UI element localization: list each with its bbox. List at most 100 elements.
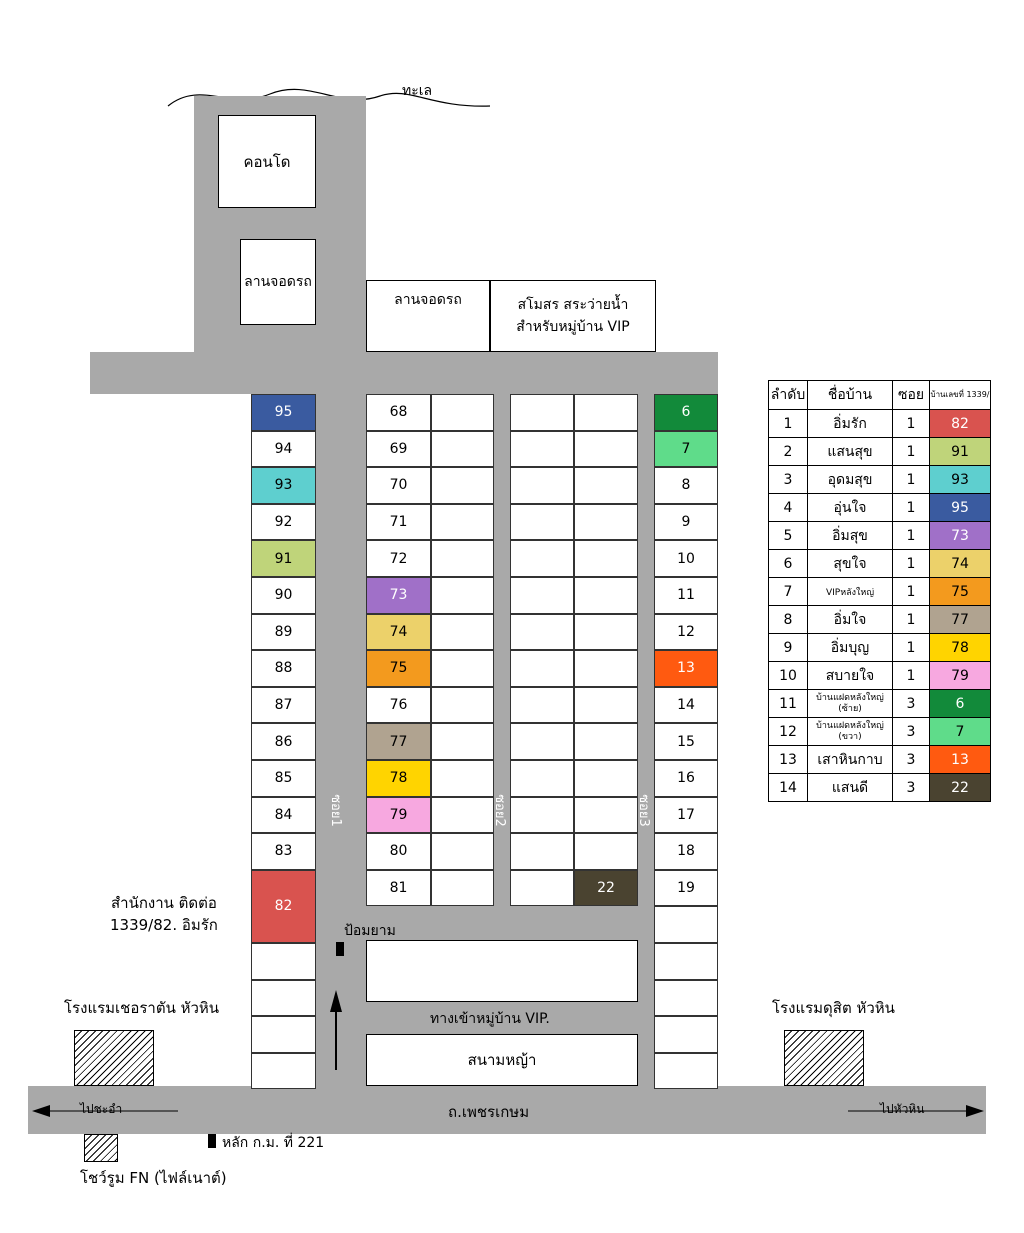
house-lot: 78 bbox=[366, 760, 431, 797]
legend-name: อิ่มสุข bbox=[807, 521, 893, 550]
empty-lot bbox=[574, 723, 638, 760]
house-lot: 17 bbox=[654, 796, 718, 834]
legend-house: 73 bbox=[929, 521, 991, 550]
entrance-label: ทางเข้าหมู่บ้าน VIP. bbox=[430, 1011, 550, 1027]
hotel-left bbox=[74, 1030, 154, 1086]
house-lot: 73 bbox=[366, 577, 431, 614]
empty-lot bbox=[431, 613, 494, 651]
legend-soi: 1 bbox=[892, 409, 930, 438]
house-lot: 92 bbox=[251, 503, 316, 541]
legend-house: 82 bbox=[929, 409, 991, 438]
house-lot: 94 bbox=[251, 430, 316, 468]
soi3-label: ซอย3 bbox=[635, 794, 651, 827]
club-pool-label: สโมสร สระว่ายน้ำ สำหรับหมู่บ้าน VIP bbox=[516, 297, 630, 335]
legend-soi: 1 bbox=[892, 605, 930, 634]
empty-lot bbox=[510, 650, 574, 687]
house-lot: 12 bbox=[654, 613, 718, 651]
to-cha-am-label: ไปชะอำ bbox=[80, 1102, 123, 1116]
empty-lot bbox=[654, 1016, 718, 1053]
legend-no: 5 bbox=[768, 521, 808, 550]
empty-lot bbox=[251, 943, 316, 980]
empty-lot bbox=[431, 650, 494, 687]
showroom-label: โชว์รูม FN (ไฟล์เนาต์) bbox=[80, 1169, 227, 1187]
empty-lot bbox=[510, 503, 574, 541]
empty-lot bbox=[574, 650, 638, 687]
empty-lot bbox=[431, 430, 494, 468]
empty-lot bbox=[251, 1052, 316, 1090]
to-hua-hin-label: ไปหัวหิน bbox=[880, 1102, 925, 1116]
legend-soi: 1 bbox=[892, 633, 930, 662]
legend-soi: 3 bbox=[892, 689, 930, 718]
empty-lot bbox=[431, 394, 494, 431]
hotel-left-label: โรงแรมเชอราตัน หัวหิน bbox=[64, 999, 220, 1017]
empty-lot bbox=[431, 503, 494, 541]
house-lot: 10 bbox=[654, 540, 718, 577]
empty-lot bbox=[510, 760, 574, 797]
empty-lot bbox=[431, 760, 494, 797]
empty-lot bbox=[510, 833, 574, 870]
legend-header-no: ลำดับ bbox=[768, 380, 808, 410]
empty-lot bbox=[574, 430, 638, 468]
legend-no: 13 bbox=[768, 745, 808, 774]
house-lot: 95 bbox=[251, 394, 316, 431]
legend-no: 6 bbox=[768, 549, 808, 578]
legend-house: 77 bbox=[929, 605, 991, 634]
legend-header: ลำดับ ชื่อบ้าน ซอย บ้านเลขที่ 1339/ bbox=[768, 380, 991, 410]
legend-no: 3 bbox=[768, 465, 808, 494]
empty-lot bbox=[431, 869, 494, 907]
empty-lot bbox=[574, 467, 638, 504]
main-road-arrow bbox=[32, 1105, 984, 1117]
empty-lot bbox=[510, 430, 574, 468]
legend-no: 1 bbox=[768, 409, 808, 438]
parking-lot-2-label: ลานจอดรถ bbox=[394, 292, 462, 308]
empty-lot bbox=[510, 394, 574, 431]
legend-header-house: บ้านเลขที่ 1339/ bbox=[929, 380, 991, 410]
legend-soi: 3 bbox=[892, 773, 930, 802]
house-lot: 93 bbox=[251, 467, 316, 504]
legend-soi: 1 bbox=[892, 577, 930, 606]
empty-lot bbox=[510, 577, 574, 614]
legend-soi: 1 bbox=[892, 521, 930, 550]
house-lot: 16 bbox=[654, 760, 718, 797]
empty-lot bbox=[574, 833, 638, 870]
legend-name: VIPหลังใหญ่ bbox=[807, 577, 893, 606]
empty-lot bbox=[654, 1052, 718, 1090]
legend-soi: 3 bbox=[892, 745, 930, 774]
house-lot: 89 bbox=[251, 613, 316, 651]
legend-soi: 3 bbox=[892, 717, 930, 746]
house-lot: 6 bbox=[654, 394, 718, 431]
legend-house: 91 bbox=[929, 437, 991, 466]
vip-row-block bbox=[366, 940, 638, 1002]
empty-lot bbox=[574, 796, 638, 834]
empty-lot bbox=[574, 540, 638, 577]
empty-lot bbox=[431, 796, 494, 834]
legend-house: 74 bbox=[929, 549, 991, 578]
empty-lot bbox=[574, 394, 638, 431]
house-lot: 70 bbox=[366, 467, 431, 504]
house-lot: 19 bbox=[654, 869, 718, 907]
legend-name: อิ่มใจ bbox=[807, 605, 893, 634]
house-lot: 69 bbox=[366, 430, 431, 468]
legend-header-name: ชื่อบ้าน bbox=[807, 380, 893, 410]
empty-lot bbox=[510, 467, 574, 504]
parking-lot-1: ลานจอดรถ bbox=[240, 239, 316, 325]
empty-lot bbox=[431, 723, 494, 760]
empty-lot bbox=[510, 540, 574, 577]
legend-house: 95 bbox=[929, 493, 991, 522]
parking-lot-1-label: ลานจอดรถ bbox=[244, 274, 312, 290]
empty-lot bbox=[251, 979, 316, 1017]
legend-house: 22 bbox=[929, 773, 991, 802]
legend-no: 7 bbox=[768, 577, 808, 606]
legend-no: 14 bbox=[768, 773, 808, 802]
legend-header-soi: ซอย bbox=[892, 380, 930, 410]
legend-soi: 1 bbox=[892, 493, 930, 522]
legend-name: เสาหินกาบ bbox=[807, 745, 893, 774]
house-lot: 84 bbox=[251, 796, 316, 834]
road-connector bbox=[194, 96, 366, 116]
